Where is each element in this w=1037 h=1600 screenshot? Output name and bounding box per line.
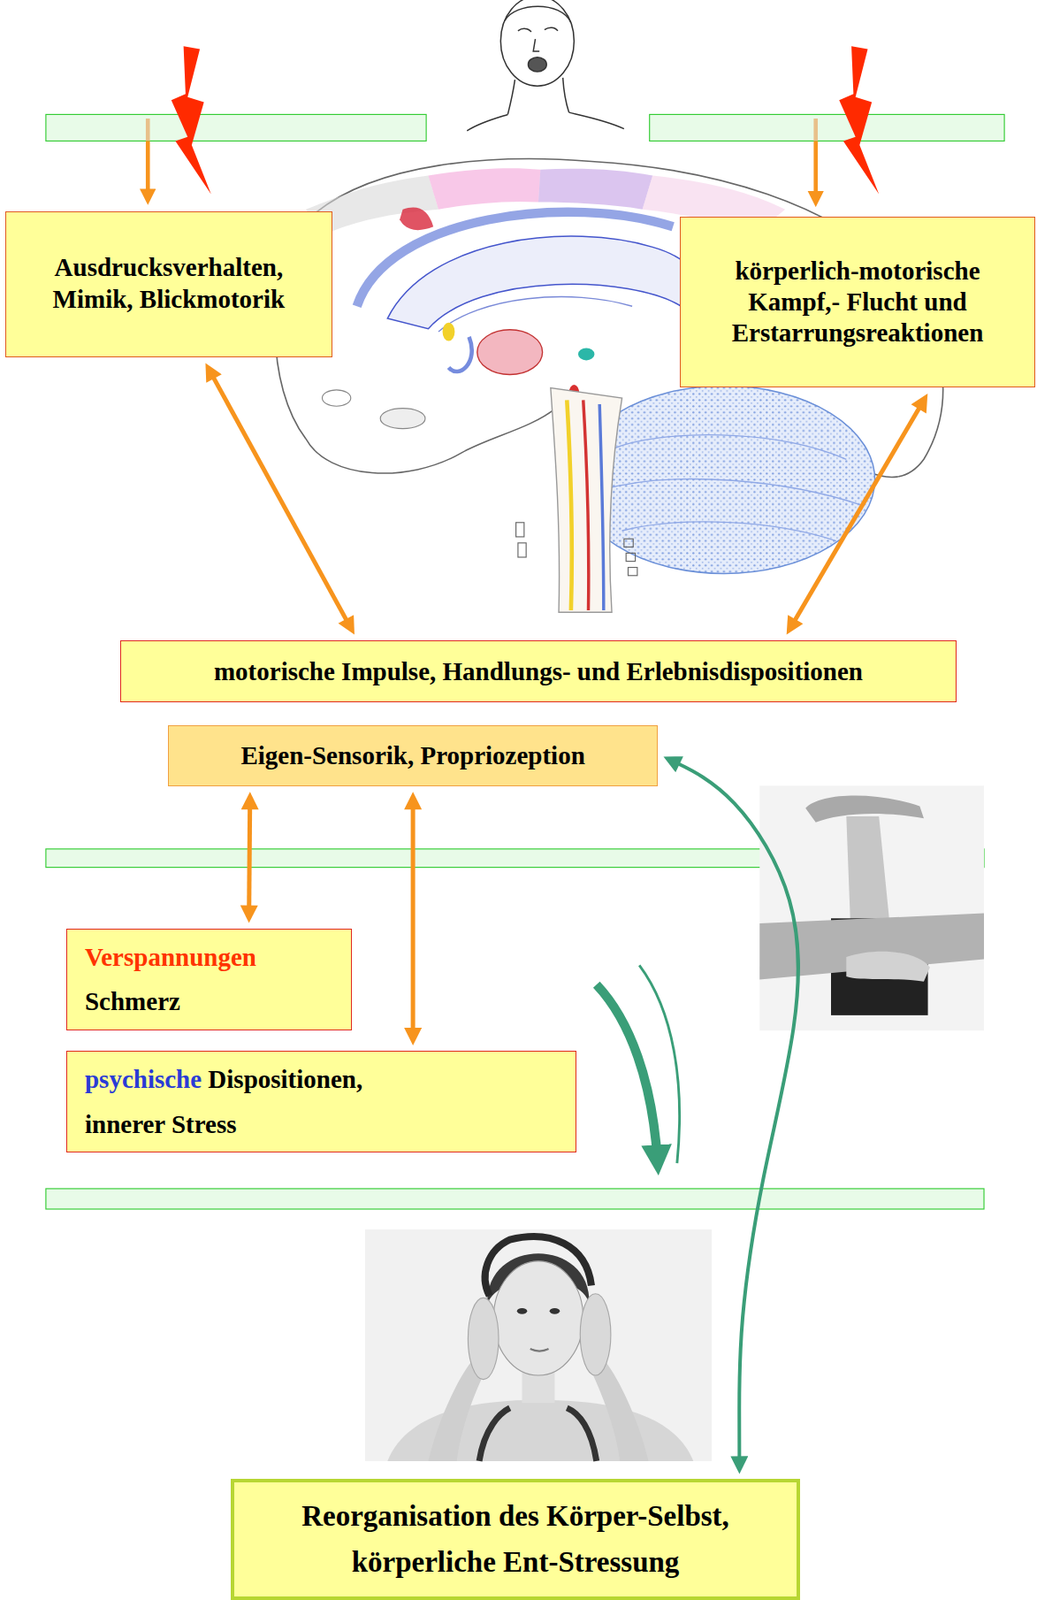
green-band (45, 1188, 984, 1209)
expression-box: Ausdrucksverhalten, Mimik, Blickmotorik (5, 211, 333, 358)
box-text: Ausdrucksverhalten, Mimik, Blickmotorik (31, 251, 306, 316)
screaming-child-sketch (507, 79, 515, 115)
impulse-box: motorische Impulse, Handlungs- und Erleb… (120, 640, 957, 702)
brain-sketch (625, 552, 635, 561)
brain-sketch (550, 388, 623, 613)
brain-sketch (305, 408, 557, 473)
brain-sketch (442, 322, 456, 342)
brain-sketch (321, 389, 351, 406)
lightning-bolt (838, 45, 879, 194)
brain-sketch (583, 399, 589, 610)
brain-sketch (538, 168, 653, 210)
proprioception-box: Eigen-Sensorik, Propriozeption (167, 724, 658, 786)
brain-sketch (599, 404, 604, 610)
box-text: Verspannungen (84, 934, 257, 980)
green-band (45, 1188, 984, 1209)
brain-sketch (624, 538, 633, 547)
woman-photo (479, 1407, 597, 1461)
brain-sketch (427, 167, 541, 210)
brain-sketch (438, 297, 633, 333)
box-text: motorische Impulse, Handlungs- und Erleb… (213, 655, 863, 687)
highlighted-word: psychische (84, 1064, 202, 1093)
woman-photo (365, 1228, 712, 1461)
down-arrow (145, 118, 151, 141)
woman-photo (517, 1307, 528, 1314)
brain-sketch (448, 336, 472, 372)
hands-photo (846, 815, 889, 923)
brain-sketch (578, 348, 595, 361)
screaming-child-sketch (504, 6, 572, 23)
box-text: psychische Dispositionen, innerer Stress (84, 1056, 412, 1147)
brain-sketch (380, 408, 426, 429)
screaming-child-sketch (527, 57, 547, 72)
lightning-bolt (171, 45, 212, 194)
woman-photo (493, 1260, 583, 1375)
screaming-child-sketch (569, 112, 625, 129)
woman-photo (485, 1235, 592, 1296)
green-band (649, 114, 1005, 141)
screaming-child-sketch (500, 0, 574, 86)
woman-photo (579, 1293, 611, 1375)
lightning-bolt (838, 45, 879, 194)
connector-arrow (249, 796, 251, 917)
screaming-child-sketch (518, 28, 532, 32)
screaming-child-sketch (544, 27, 558, 31)
box-text: körperlich-motorische Kampf,- Flucht und… (711, 255, 1004, 348)
brain-sketch (516, 522, 525, 537)
connector-arrow (411, 796, 416, 1040)
down-arrow (813, 118, 818, 141)
fight-flight-box: körperlich-motorische Kampf,- Flucht und… (679, 216, 1035, 389)
result-box: Reorganisation des Körper-Selbst, körper… (230, 1478, 801, 1599)
screaming-child-sketch (466, 114, 508, 130)
box-text: Eigen-Sensorik, Propriozeption (240, 739, 585, 771)
connector-arrow (207, 367, 352, 631)
screaming-child-sketch (563, 77, 570, 113)
disposition-box: psychische Dispositionen, innerer Stress (66, 1050, 577, 1153)
hands-photo (846, 951, 931, 982)
brain-sketch (627, 567, 637, 576)
woman-photo (549, 1307, 561, 1314)
brain-sketch (477, 329, 543, 375)
connector-arrow (668, 758, 799, 1468)
woman-photo (365, 1228, 712, 1461)
screaming-child-sketch (466, 0, 625, 131)
hands-photo (759, 785, 984, 1030)
brain-sketch (387, 236, 700, 329)
down-arrow (147, 118, 149, 200)
green-band (45, 114, 427, 141)
box-text: Schmerz (84, 978, 181, 1024)
screaming-child-sketch (533, 38, 540, 52)
lightning-bolt (171, 45, 212, 194)
down-arrow (145, 140, 151, 200)
tension-box: VerspannungenSchmerz (66, 928, 352, 1031)
brain-sketch (602, 434, 862, 542)
down-arrow (813, 140, 818, 202)
woman-photo (589, 1361, 649, 1461)
brain-sketch (566, 399, 572, 610)
woman-photo (530, 1348, 549, 1351)
down-arrow (815, 118, 816, 203)
green-curved-arrow (596, 964, 680, 1163)
brain-sketch (518, 542, 527, 557)
green-curved-arrow (596, 983, 658, 1163)
brain-sketch (399, 207, 434, 231)
woman-photo (467, 1296, 499, 1379)
box-text: Reorganisation des Körper-Selbst, körper… (259, 1492, 772, 1586)
hands-photo (759, 785, 984, 1030)
connector-arrow (789, 397, 926, 630)
